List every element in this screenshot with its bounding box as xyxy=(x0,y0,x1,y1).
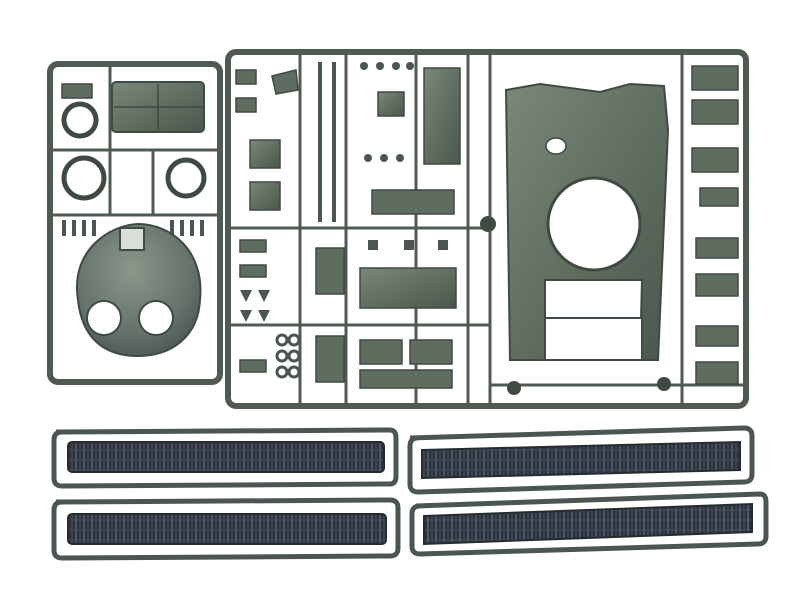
part-block xyxy=(235,69,257,85)
part-hull-turret-ring xyxy=(546,176,642,272)
part-brackets xyxy=(240,290,270,322)
track-run-3 xyxy=(407,425,755,495)
part-side-box xyxy=(691,147,739,173)
part-plate xyxy=(249,181,281,211)
part-hull-front-plate xyxy=(544,317,643,361)
part-long-plate xyxy=(359,267,457,309)
part-side-box xyxy=(695,325,739,347)
part-side-box xyxy=(695,237,739,259)
part-hatch xyxy=(271,69,299,95)
part-small xyxy=(61,83,93,99)
part-plate xyxy=(249,139,281,169)
part-box xyxy=(359,369,453,389)
part-fender xyxy=(315,335,345,383)
part-wheels xyxy=(275,333,301,379)
part-ring xyxy=(61,101,99,139)
part-box xyxy=(377,91,405,117)
part-long-plate xyxy=(371,189,455,215)
part-side-plate xyxy=(423,67,461,165)
track-run-2 xyxy=(51,497,401,561)
left-sprue-turret xyxy=(47,61,223,385)
part-turret-hatch-hole xyxy=(138,300,174,336)
part-side-box xyxy=(691,99,739,125)
part-fender xyxy=(315,247,345,295)
part-box xyxy=(359,339,403,365)
part-small-bits xyxy=(368,240,448,250)
part-side-box xyxy=(695,361,739,385)
sprue-gate xyxy=(657,377,671,391)
sprue-gate xyxy=(507,381,521,395)
part-ring xyxy=(165,157,207,199)
part-ring xyxy=(61,155,107,201)
part-box xyxy=(409,339,453,365)
part-side-box xyxy=(691,65,739,91)
track-run-1 xyxy=(51,427,399,489)
part-small xyxy=(239,359,267,373)
part-handles xyxy=(62,220,204,236)
part-side-box xyxy=(695,273,739,297)
part-side-box xyxy=(699,187,739,207)
part-turret-hatch-hole xyxy=(86,300,122,336)
sprue-gate xyxy=(480,216,496,232)
left-sprue-frame xyxy=(47,61,223,385)
part-bolts xyxy=(360,62,414,162)
part-small xyxy=(239,264,267,278)
part-hull-hatch xyxy=(545,137,567,155)
part-small xyxy=(239,239,267,253)
main-sprue-frame xyxy=(225,49,749,409)
main-sprue-hull xyxy=(225,49,749,409)
track-run-4 xyxy=(409,491,769,557)
part-turret-gun-mount xyxy=(119,227,145,251)
part-block xyxy=(235,97,257,113)
